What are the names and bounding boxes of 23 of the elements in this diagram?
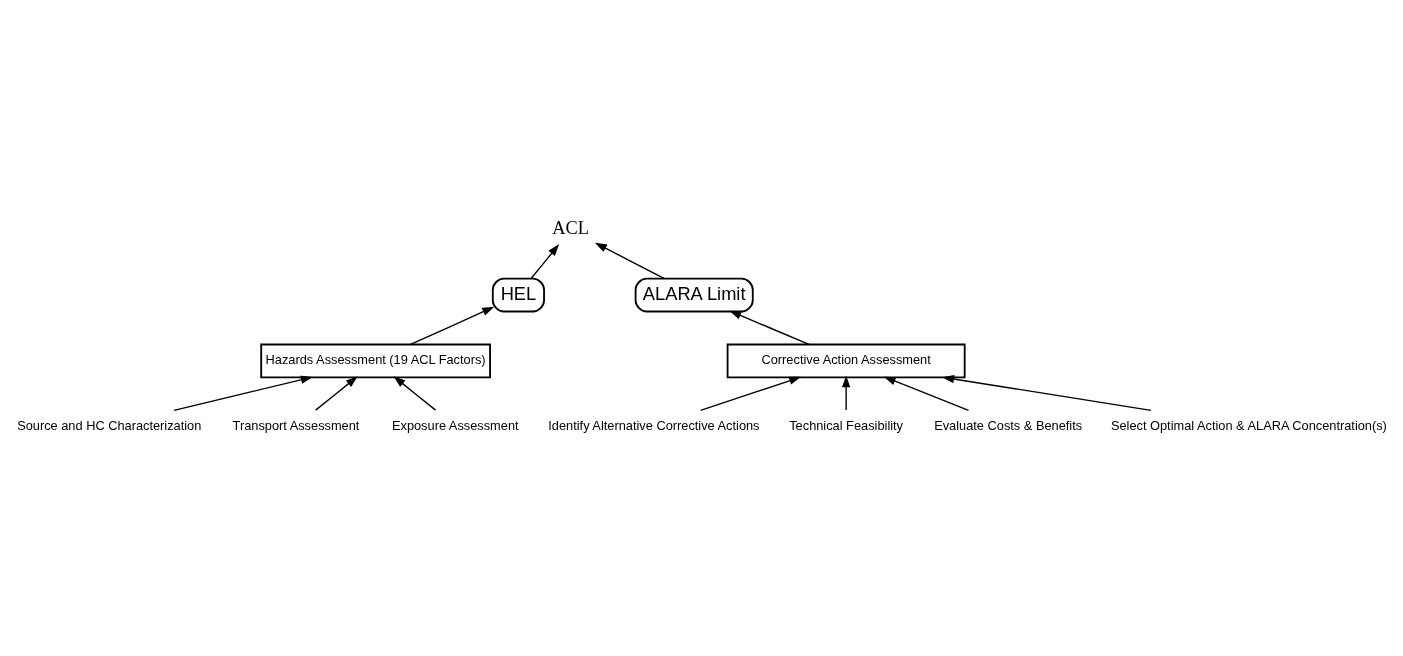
node-text: ACL [552,217,589,238]
node-text: Evaluate Costs & Benefits [934,418,1083,434]
node-text: Exposure Assessment [391,418,519,434]
node-box: Hazards Assessment (19 ACL Factors) [260,343,491,379]
node-text: Identify Alternative Corrective Actions [548,418,760,434]
arrow [173,375,313,412]
arrow [393,376,437,411]
node-text: Technical Feasibility [789,418,904,434]
node-box: HEL [491,277,545,313]
arrow [942,374,1152,412]
node-text: Select Optimal Action & ALARA Concentration(s) [1110,418,1387,434]
arrow [883,376,970,411]
node-text: Transport Assessment [232,418,360,434]
node-box: ALARA Limit [634,277,754,313]
arrow [841,375,851,411]
arrow [530,244,560,279]
node-box: Corrective Action Assessment [726,343,966,379]
arrow [409,306,495,346]
node-text: Source and HC Characterization [17,418,202,434]
arrow [315,376,358,411]
arrow [729,310,810,346]
arrow [700,376,802,412]
arrow [594,242,665,280]
